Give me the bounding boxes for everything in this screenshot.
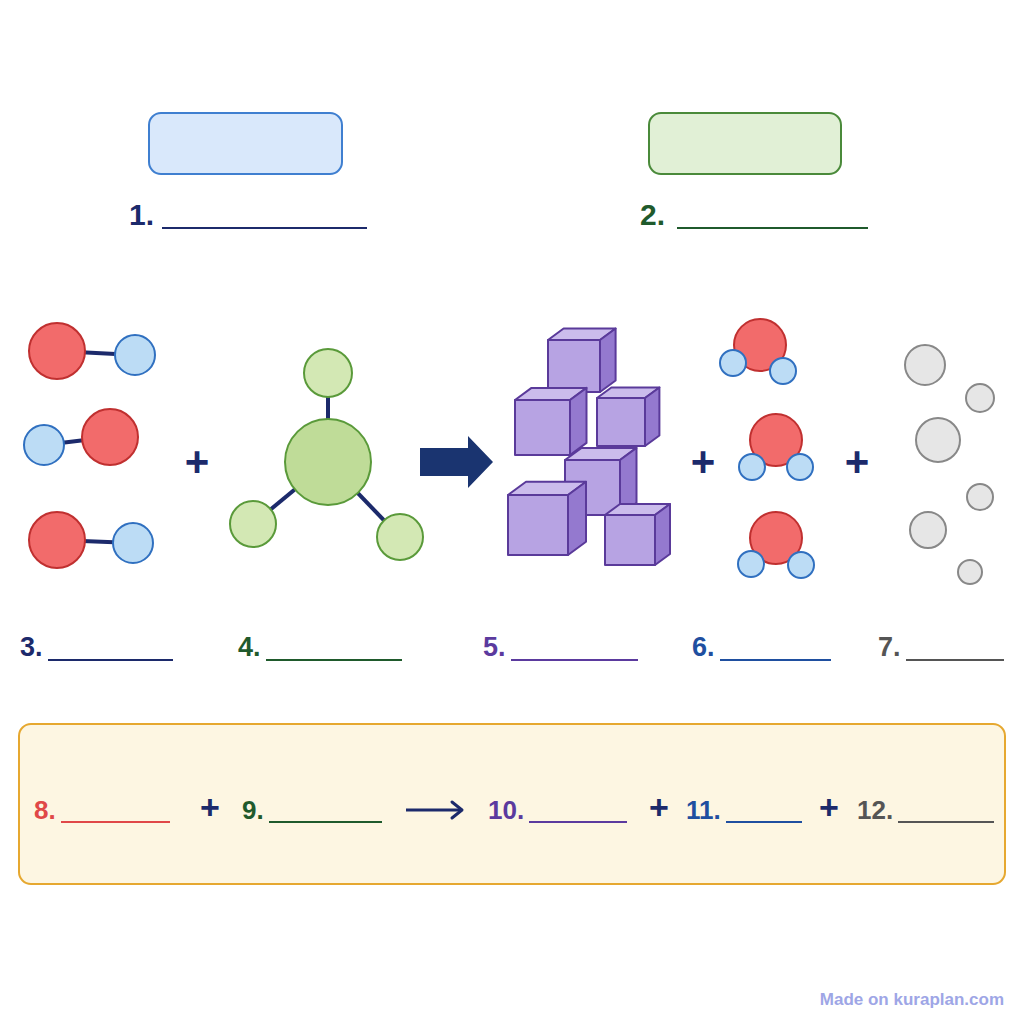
- blank-number: 2.: [640, 198, 665, 231]
- answer-line: [162, 227, 367, 229]
- reaction-arrow: [420, 436, 493, 488]
- plus-sign: +: [200, 789, 220, 826]
- answer-line: [269, 821, 382, 823]
- answer-line: [726, 821, 802, 823]
- blank-number: 6.: [692, 633, 715, 663]
- plus-sign: +: [845, 439, 870, 485]
- blank-number: 11.: [686, 796, 721, 825]
- plus-sign: +: [819, 789, 839, 826]
- answer-box: 1.: [148, 112, 343, 175]
- blank-number: 9.: [242, 796, 264, 825]
- crystal-cubes: [508, 329, 670, 565]
- answer-line: [48, 659, 173, 661]
- answer-line: [906, 659, 1004, 661]
- gas-bubbles: [905, 345, 994, 584]
- equation-arrow: [402, 795, 472, 825]
- answer-line: [266, 659, 402, 661]
- blank-number: 5.: [483, 633, 506, 663]
- blank-number: 7.: [878, 633, 901, 663]
- answer-line: [720, 659, 831, 661]
- equation-arrow-head: [452, 802, 462, 818]
- answer-box: 2.: [648, 112, 842, 175]
- blank-number: 8.: [34, 796, 56, 825]
- plus-sign: +: [691, 439, 716, 485]
- water-molecules: [720, 319, 814, 578]
- blank-number: 4.: [238, 633, 261, 663]
- plus-sign: +: [649, 789, 669, 826]
- blank-number: 1.: [129, 198, 154, 231]
- reactant-molecules: [24, 323, 155, 568]
- answer-line: [61, 821, 170, 823]
- answer-line: [511, 659, 638, 661]
- equation-arrow-shaft: [406, 809, 460, 812]
- plus-sign: +: [185, 439, 210, 485]
- watermark: Made on kuraplan.com: [820, 991, 1004, 1010]
- green-molecule: [230, 349, 423, 560]
- blank-number: 10.: [488, 796, 524, 825]
- answer-line: [898, 821, 994, 823]
- answer-line: [677, 227, 868, 229]
- answer-line: [529, 821, 627, 823]
- blank-number: 3.: [20, 633, 43, 663]
- blank-number: 12.: [857, 796, 893, 825]
- equation-panel: 8. +9. 10. +11. +12.: [18, 723, 1006, 885]
